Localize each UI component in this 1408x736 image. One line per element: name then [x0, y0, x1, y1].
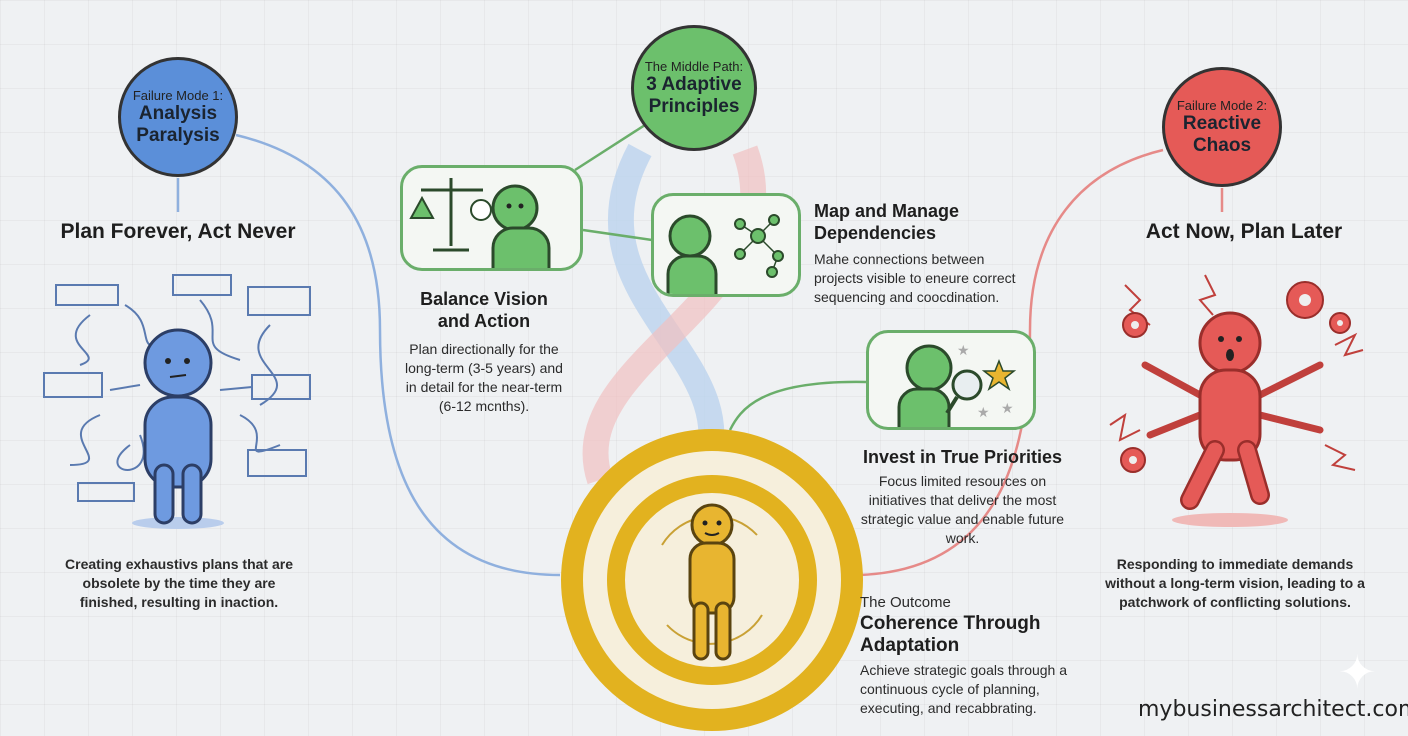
- priorities-illustration-box: ★ ★ ★: [866, 330, 1036, 430]
- failure-mode-2-badge: Failure Mode 2: Reactive Chaos: [1162, 67, 1282, 187]
- failure-mode-1-badge: Failure Mode 1: Analysis Paralysis: [118, 57, 238, 177]
- watermark: mybusinessarchitect.com: [1138, 697, 1408, 722]
- magnifier-star-icon: ★ ★ ★: [897, 342, 1017, 427]
- principle-3-body: Focus limited resources on initiatives t…: [860, 473, 1065, 546]
- failure-mode-2-caption: Responding to immediate demands without …: [1105, 556, 1365, 610]
- middle-path-name: 3 Adaptive Principles: [646, 73, 742, 117]
- dependencies-illustration-box: [651, 193, 801, 297]
- network-icon: [666, 214, 784, 294]
- outcome-target-illustration: [561, 429, 863, 731]
- failure-mode-1-label: Failure Mode 1:: [132, 87, 224, 103]
- principle-2-title: Map and Manage Dependencies: [814, 201, 960, 243]
- scale-icon: [409, 178, 551, 268]
- failure-mode-2-heading: Act Now, Plan Later: [1145, 220, 1343, 243]
- svg-text:★: ★: [1001, 400, 1014, 416]
- failure-mode-1-name: Analysis Paralysis: [136, 102, 220, 146]
- balance-illustration-box: [400, 165, 583, 271]
- failure-mode-2-label: Failure Mode 2:: [1176, 97, 1268, 113]
- principle-3-title: Invest in True Priorities: [862, 447, 1063, 467]
- outcome-body: Achieve strategic goals through a contin…: [860, 662, 1068, 716]
- middle-path-badge: The Middle Path: 3 Adaptive Principles: [631, 25, 757, 151]
- sparkle-icon: ✦: [1338, 646, 1377, 698]
- failure-mode-1-heading: Plan Forever, Act Never: [60, 220, 296, 243]
- middle-path-label: The Middle Path:: [644, 58, 744, 74]
- outcome-title: Coherence Through Adaptation: [860, 613, 1041, 656]
- principle-1-body: Plan directionally for the long-term (3-…: [405, 341, 563, 414]
- outcome-label: The Outcome: [860, 594, 951, 611]
- principle-2-body: Mahe connections between projects visibl…: [814, 251, 1016, 305]
- failure-mode-1-caption: Creating exhaustivs plans that are obsol…: [65, 556, 293, 610]
- failure-mode-2-name: Reactive Chaos: [1182, 112, 1262, 156]
- analysis-paralysis-illustration: [43, 274, 311, 529]
- principle-1-title: Balance Vision and Action: [420, 289, 548, 331]
- svg-text:★: ★: [957, 342, 970, 358]
- reactive-chaos-illustration: [1109, 274, 1364, 527]
- svg-text:★: ★: [977, 404, 990, 420]
